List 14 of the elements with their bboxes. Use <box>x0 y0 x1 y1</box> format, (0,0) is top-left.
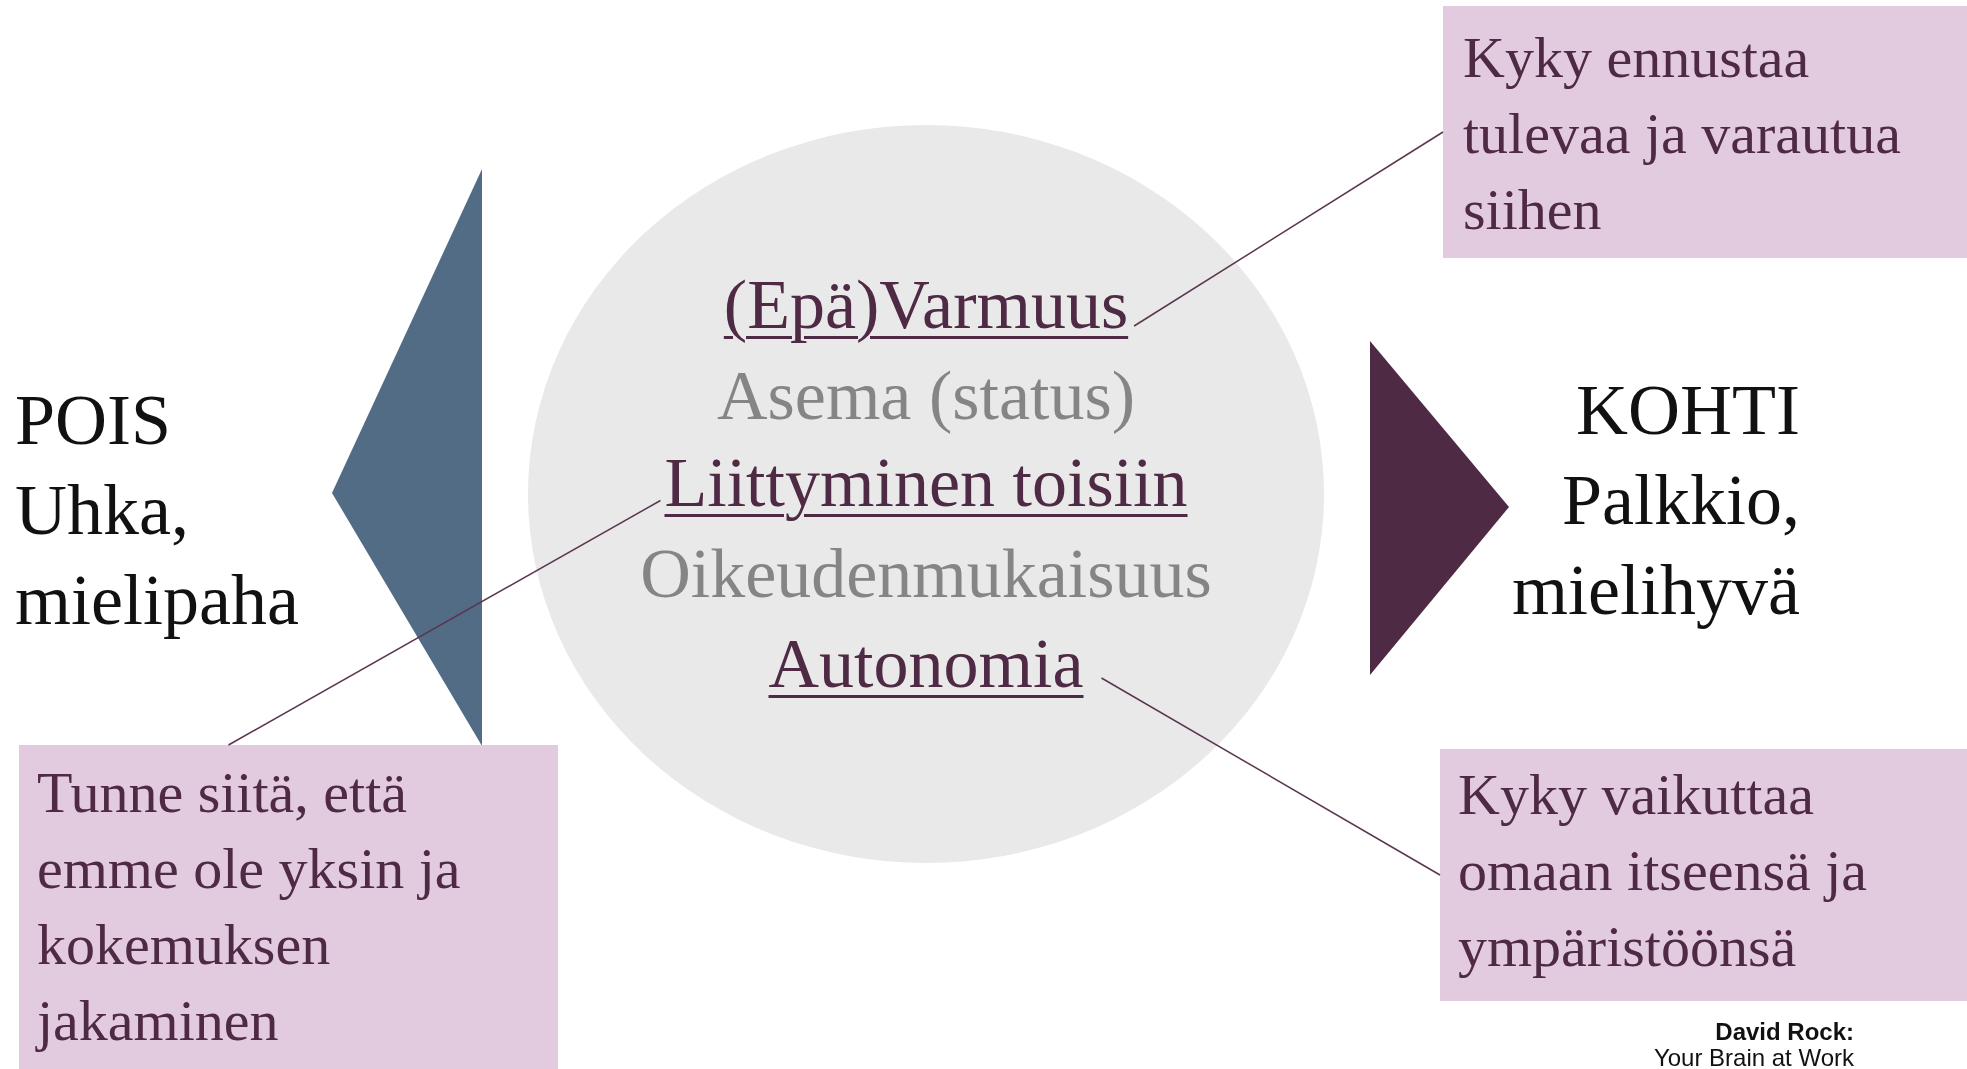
term-text: Autonomia <box>768 629 1084 699</box>
leader-line <box>1100 677 1441 876</box>
direction-label: POIS <box>15 379 172 462</box>
callout-box: Tunne siitä, että emme ole yksin ja kokemuksen jakaminen <box>19 745 558 1069</box>
callout-box: Kyky ennustaa tulevaa ja varautua siihen <box>1443 6 1967 258</box>
leader-line <box>1133 131 1444 327</box>
callout-box: Kyky vaikuttaa omaan itseensä ja ympäristöönsä <box>1440 749 1967 1001</box>
term-text: Oikeudenmukaisuus <box>640 539 1212 609</box>
leader-line <box>227 499 662 746</box>
author-text: David Rock: <box>1715 1018 1854 1046</box>
reward-text: Palkkio, mielihyvä <box>1511 459 1800 632</box>
direction-label: KOHTI <box>1576 369 1800 452</box>
book-title: Your Brain at Work <box>1653 1044 1854 1069</box>
threat-text: Uhka, mielipaha <box>15 469 300 642</box>
